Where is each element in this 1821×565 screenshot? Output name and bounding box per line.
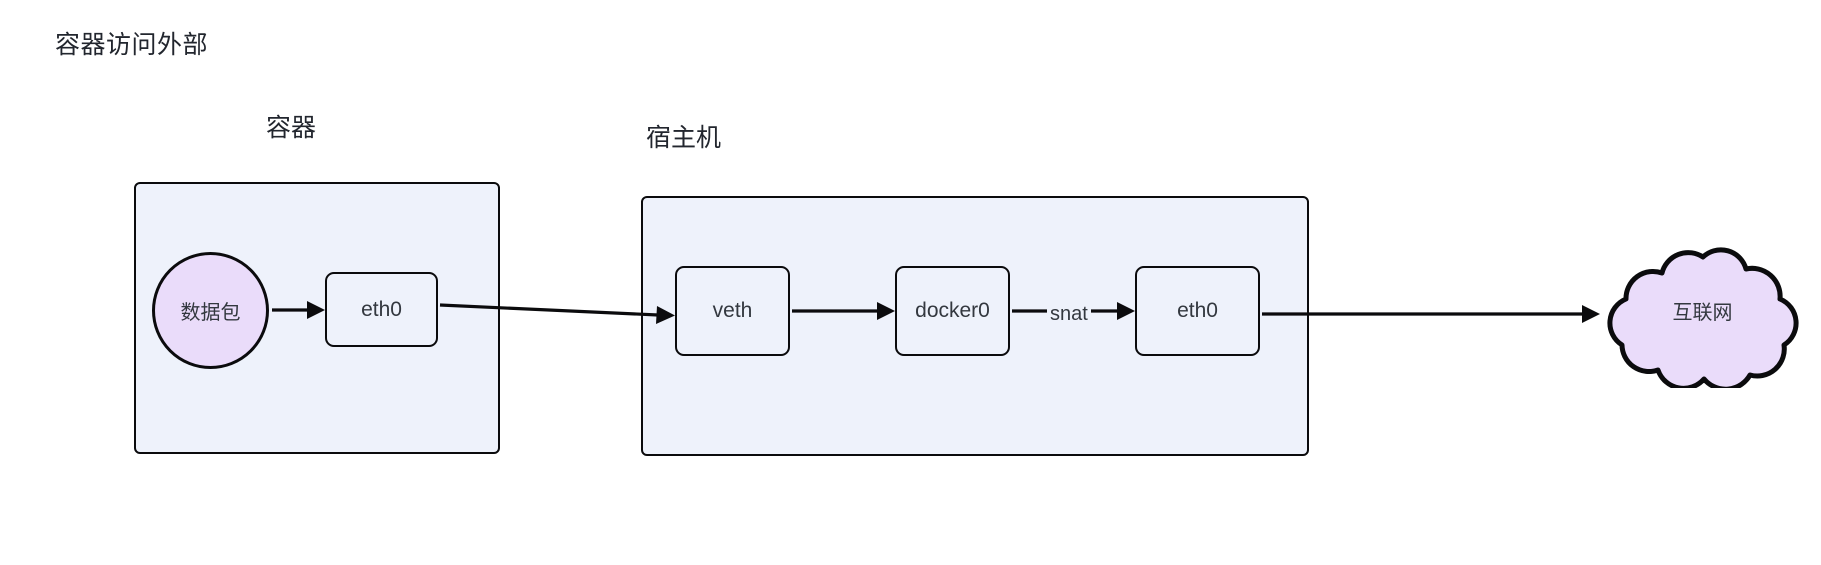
node-container-eth0[interactable]: eth0 bbox=[325, 272, 438, 347]
node-veth-label: veth bbox=[712, 299, 753, 322]
node-internet-cloud[interactable]: 互联网 bbox=[1600, 233, 1805, 388]
subgraph-label-container: 容器 bbox=[266, 114, 317, 142]
node-veth[interactable]: veth bbox=[675, 266, 790, 356]
node-container-eth0-label: eth0 bbox=[361, 297, 402, 321]
node-host-eth0[interactable]: eth0 bbox=[1135, 266, 1260, 356]
edge-label-snat: snat bbox=[1047, 303, 1091, 326]
node-host-eth0-label: eth0 bbox=[1177, 299, 1218, 322]
node-packet-label: 数据包 bbox=[180, 302, 241, 324]
node-docker0[interactable]: docker0 bbox=[895, 266, 1010, 356]
page-title: 容器访问外部 bbox=[55, 31, 209, 59]
subgraph-label-host: 宿主机 bbox=[646, 124, 722, 152]
node-packet[interactable]: 数据包 bbox=[152, 252, 269, 369]
edge-host-eth0-to-internet bbox=[1262, 305, 1600, 323]
node-docker0-label: docker0 bbox=[915, 299, 990, 322]
cloud-icon bbox=[1607, 247, 1799, 388]
